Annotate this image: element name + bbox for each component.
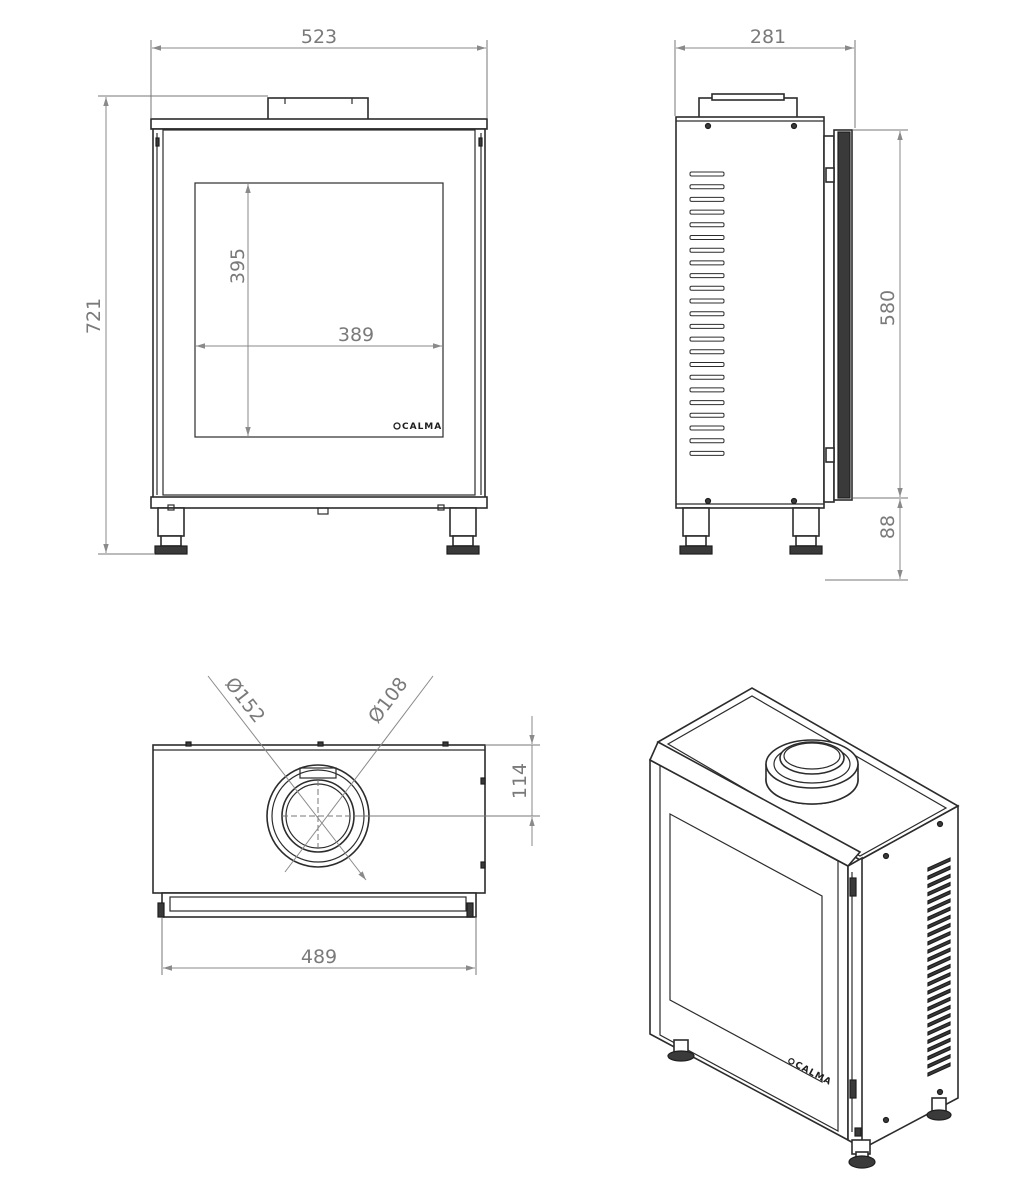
- vent-slot: [689, 171, 725, 177]
- vent-slot: [689, 184, 725, 190]
- dim-front-width: 523: [301, 26, 337, 48]
- iso-leg-back-right: [926, 1097, 952, 1121]
- vent-slot: [927, 1029, 951, 1045]
- top-view: 114 Ø152 Ø108 489: [152, 673, 540, 975]
- iso-leg-front-right: [848, 1139, 876, 1169]
- side-leg-left: [679, 507, 713, 555]
- front-leg-right: [437, 504, 480, 555]
- vent-slot: [927, 947, 951, 963]
- vent-slot: [927, 930, 951, 946]
- vent-slot: [689, 323, 725, 329]
- vent-slot: [927, 971, 951, 987]
- vent-slot: [927, 922, 951, 938]
- vent-slot: [689, 311, 725, 317]
- dim-top-flue-outer: Ø152: [220, 673, 269, 727]
- dim-top-width: 489: [301, 946, 337, 968]
- vent-slot: [927, 857, 951, 872]
- front-leg-left: [154, 504, 188, 555]
- dim-side-door-height: 580: [877, 290, 899, 326]
- dim-top-flue-inner: Ø108: [364, 673, 412, 727]
- side-leg-right: [789, 507, 823, 555]
- vent-slot: [927, 865, 951, 881]
- vent-slot: [689, 438, 725, 444]
- vent-slot: [927, 1021, 951, 1036]
- vent-slot: [689, 196, 725, 202]
- side-view: 281 580 88: [674, 26, 908, 581]
- front-view: CALMA 523 721 395 389: [83, 26, 488, 555]
- vent-slot: [689, 349, 725, 355]
- front-logo-text: CALMA: [402, 422, 442, 432]
- vent-slot: [927, 1062, 951, 1077]
- front-logo: CALMA: [393, 422, 442, 432]
- vent-slot: [927, 955, 951, 971]
- dim-side-leg-height: 88: [877, 515, 899, 539]
- vent-slot: [927, 1037, 951, 1053]
- vent-slot: [689, 260, 725, 266]
- vent-slot: [927, 1053, 951, 1069]
- vent-slot: [927, 963, 951, 979]
- vent-slot: [927, 988, 951, 1004]
- vent-slot: [689, 285, 725, 291]
- vent-slot: [689, 412, 725, 418]
- vent-slot: [689, 450, 725, 456]
- vent-slot: [689, 273, 725, 279]
- side-vents: [689, 171, 725, 456]
- vent-slot: [689, 425, 725, 431]
- vent-slot: [689, 362, 725, 367]
- dim-front-height: 721: [83, 298, 105, 334]
- vent-slot: [689, 336, 725, 342]
- vent-slot: [927, 939, 951, 954]
- vent-slot: [927, 873, 951, 889]
- vent-slot: [689, 209, 725, 215]
- iso-leg-front-left: [667, 1039, 695, 1062]
- vent-slot: [689, 235, 725, 240]
- vent-slot: [927, 980, 951, 995]
- vent-slot: [689, 400, 725, 406]
- isometric-view: CALMA: [648, 687, 960, 1169]
- vent-slot: [927, 1045, 951, 1061]
- vent-slot: [927, 1004, 951, 1020]
- vent-slot: [927, 881, 951, 897]
- vent-slot: [689, 222, 725, 228]
- iso-vents: [927, 857, 951, 1077]
- dim-top-flue-offset: 114: [509, 763, 531, 799]
- vent-slot: [689, 374, 725, 380]
- dim-side-depth: 281: [750, 26, 786, 48]
- dim-glass-width: 389: [338, 324, 374, 346]
- vent-slot: [689, 387, 725, 393]
- vent-slot: [927, 906, 951, 922]
- dim-glass-height: 395: [227, 248, 249, 284]
- vent-slot: [689, 247, 725, 253]
- vent-slot: [927, 889, 951, 905]
- vent-slot: [689, 298, 725, 304]
- vent-slot: [927, 898, 951, 913]
- vent-slot: [927, 1012, 951, 1028]
- vent-slot: [927, 914, 951, 930]
- vent-slot: [927, 996, 951, 1012]
